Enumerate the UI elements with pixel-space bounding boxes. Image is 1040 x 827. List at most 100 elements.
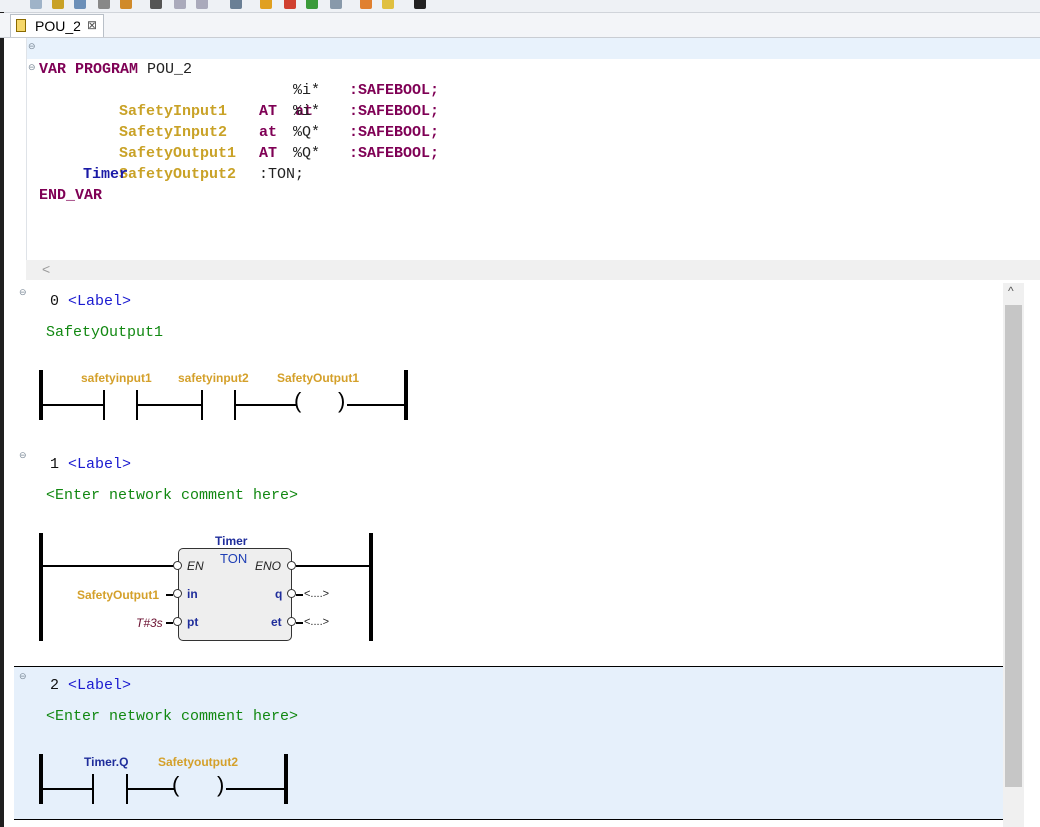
in-pin[interactable]	[173, 589, 182, 598]
toolbar-icon-13[interactable]	[330, 0, 342, 9]
network-comment[interactable]: <Enter network comment here>	[46, 487, 299, 504]
contact-variable[interactable]: safetyinput1	[81, 371, 152, 385]
network-comment[interactable]: <Enter network comment here>	[46, 708, 299, 725]
close-icon[interactable]: ⊠	[87, 18, 98, 32]
contact-left-bar	[103, 390, 105, 420]
pou-file-icon	[16, 19, 26, 32]
right-power-rail	[284, 754, 288, 804]
fold-icon[interactable]: ⊖	[19, 287, 27, 297]
pt-value[interactable]: T#3s	[136, 616, 163, 630]
contact-right-bar	[136, 390, 138, 420]
declaration-editor[interactable]: ⊖ ⊖ PROGRAM POU_2 VAR SafetyInput1 at %i…	[26, 38, 1040, 260]
var-keyword: VAR	[39, 61, 67, 78]
eno-pin[interactable]	[287, 561, 296, 570]
wire	[347, 404, 404, 406]
pt-label: pt	[187, 615, 199, 629]
fold-icon[interactable]: ⊖	[19, 671, 27, 681]
pou-name: POU_2	[138, 61, 193, 78]
et-pin[interactable]	[287, 617, 296, 626]
contact-left-bar	[92, 774, 94, 804]
end-var-keyword: END_VAR	[39, 187, 103, 204]
program-line: PROGRAM POU_2	[39, 38, 192, 101]
network-comment[interactable]: SafetyOutput1	[46, 324, 164, 341]
contact-variable[interactable]: safetyinput2	[178, 371, 249, 385]
network-separator	[14, 819, 1014, 820]
horizontal-scrollbar[interactable]: <	[26, 260, 1040, 280]
keyword: AT	[259, 145, 278, 162]
current-line-highlight	[27, 38, 1040, 59]
coil-variable[interactable]: Safetyoutput2	[158, 755, 239, 769]
coil-variable[interactable]: SafetyOutput1	[277, 371, 360, 385]
toolbar-icon-5[interactable]	[120, 0, 132, 9]
variable-name: SafetyOutput1	[119, 145, 237, 162]
toolbar-icon-15[interactable]	[382, 0, 394, 9]
fold-icon[interactable]: ⊖	[28, 63, 36, 73]
fb-instance-name[interactable]: Timer	[215, 534, 248, 548]
toolbar	[0, 0, 1040, 13]
scroll-up-icon[interactable]: ^	[1008, 284, 1014, 298]
keyword: at	[295, 103, 314, 120]
right-power-rail	[404, 370, 408, 420]
network-label[interactable]: 0 <Label>	[50, 293, 131, 310]
scroll-left-icon[interactable]: <	[42, 261, 51, 277]
toolbar-icon-1[interactable]	[30, 0, 42, 9]
contact-right-bar	[126, 774, 128, 804]
toolbar-icon-8[interactable]	[196, 0, 208, 9]
toolbar-icon-4[interactable]	[98, 0, 110, 9]
en-pin[interactable]	[173, 561, 182, 570]
pt-pin[interactable]	[173, 617, 182, 626]
label-text[interactable]: <Label>	[68, 456, 132, 473]
toolbar-icon-14[interactable]	[360, 0, 372, 9]
wire	[296, 622, 303, 624]
tab-pou-2[interactable]: POU_2 ⊠	[10, 14, 104, 37]
network-label[interactable]: 2 <Label>	[50, 677, 131, 694]
fold-icon[interactable]: ⊖	[28, 42, 36, 52]
wire	[296, 565, 369, 567]
variable-name: SafetyInput1	[119, 103, 228, 120]
wire	[226, 788, 284, 790]
in-variable[interactable]: SafetyOutput1	[77, 588, 160, 602]
ladder-diagram[interactable]: ⊖ 0 <Label> SafetyOutput1 safetyinput1 s…	[14, 283, 1040, 827]
keyword: AT	[259, 103, 278, 120]
q-pin[interactable]	[287, 589, 296, 598]
q-label: q	[275, 587, 283, 601]
toolbar-icon-7[interactable]	[174, 0, 186, 9]
label-text[interactable]: <Label>	[68, 677, 132, 694]
toolbar-icon-10[interactable]	[260, 0, 272, 9]
coil-right: )	[338, 388, 346, 413]
q-output[interactable]: <....>	[304, 588, 330, 600]
network-number: 2	[50, 677, 60, 694]
toolbar-icon-2[interactable]	[52, 0, 64, 9]
decl-line: SafetyInput2	[83, 101, 227, 164]
scrollbar-thumb[interactable]	[1005, 305, 1022, 787]
type: :SAFEBOOL;	[349, 82, 440, 99]
network-label[interactable]: 1 <Label>	[50, 456, 131, 473]
decl-line: at	[259, 80, 313, 143]
toolbar-icon-16[interactable]	[414, 0, 426, 9]
type: :SAFEBOOL;	[349, 103, 440, 120]
decl-line: SafetyInput1	[83, 80, 227, 143]
toolbar-icon-9[interactable]	[230, 0, 242, 9]
coil-right: )	[217, 772, 225, 797]
toolbar-icon-11[interactable]	[284, 0, 296, 9]
toolbar-icon-6[interactable]	[150, 0, 162, 9]
wire	[137, 404, 201, 406]
fb-type: TON	[220, 551, 248, 566]
contact-right-bar	[234, 390, 236, 420]
toolbar-icon-3[interactable]	[74, 0, 86, 9]
contact-left-bar	[201, 390, 203, 420]
variable-name: SafetyOutput2	[119, 166, 237, 183]
label-text[interactable]: <Label>	[68, 293, 132, 310]
toolbar-icon-12[interactable]	[306, 0, 318, 9]
network-number: 1	[50, 456, 60, 473]
vertical-scrollbar[interactable]: ^	[1003, 283, 1024, 827]
keyword: PROGRAM	[75, 61, 139, 78]
fold-icon[interactable]: ⊖	[19, 450, 27, 460]
contact-variable[interactable]: Timer.Q	[84, 755, 129, 769]
et-output[interactable]: <....>	[304, 616, 330, 628]
network-separator	[14, 666, 1014, 667]
address: %i*	[293, 103, 321, 120]
decl-line: SafetyOutput1	[83, 122, 236, 185]
selected-network-bg	[14, 667, 1003, 819]
network-number: 0	[50, 293, 60, 310]
